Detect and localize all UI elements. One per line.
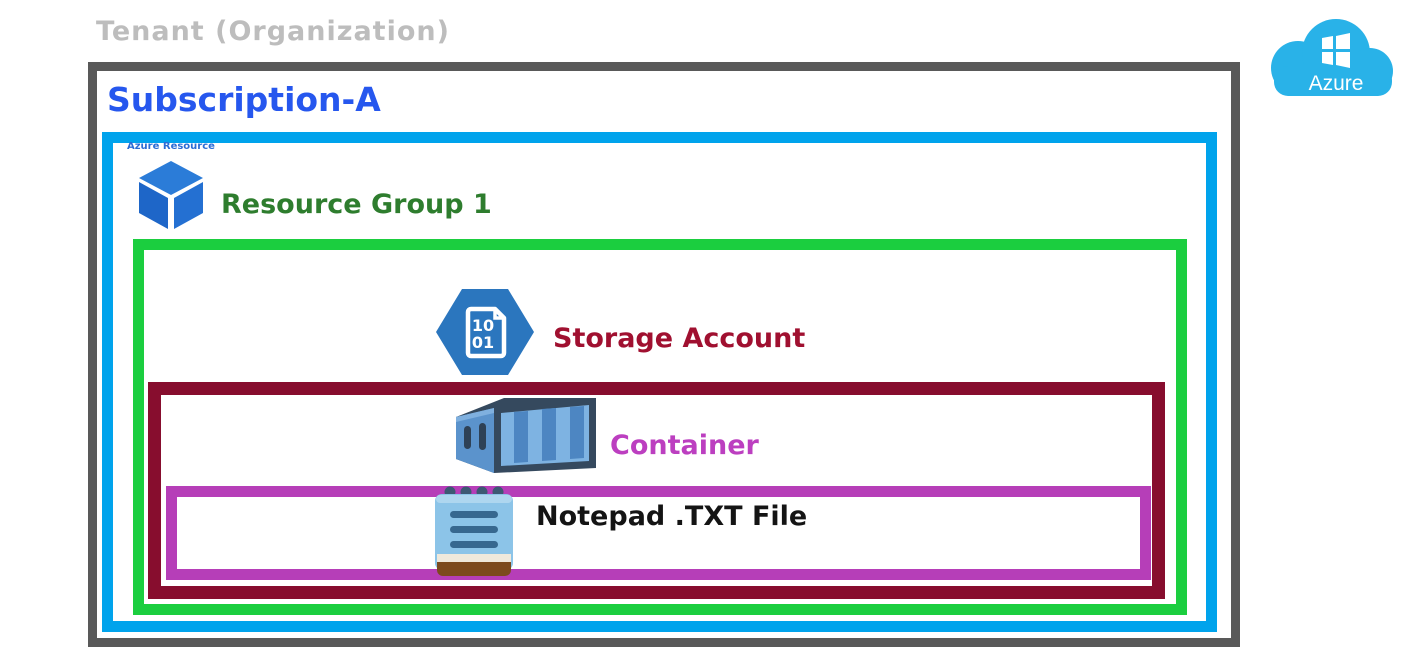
cloud-shape (1271, 19, 1393, 96)
azure-logo-text: Azure (1309, 72, 1364, 95)
tenant-boundary-box (88, 62, 1240, 647)
container-label: Container (610, 430, 759, 461)
notepad-file-label: Notepad .TXT File (536, 501, 808, 532)
shipping-container-icon (456, 398, 596, 473)
container-boundary-box (166, 486, 1151, 580)
windows-logo-icon (1322, 33, 1350, 68)
tenant-label: Tenant (Organization) (96, 16, 450, 47)
resource-group-boundary-box (133, 239, 1187, 615)
storage-icon-digits-bottom: 01 (472, 333, 494, 352)
azure-resource-badge: Azure Resource (127, 141, 215, 152)
storage-account-label: Storage Account (553, 323, 806, 354)
storage-icon-digits-top: 10 (472, 316, 494, 335)
subscription-label: Subscription-A (107, 80, 381, 119)
storage-account-boundary-box (148, 382, 1165, 599)
azure-cloud-icon: Azure (1271, 19, 1393, 96)
storage-account-hexagon-icon: 10 01 (436, 289, 534, 375)
notepad-icon (435, 486, 513, 576)
azure-resource-cube-icon (139, 161, 203, 229)
resource-group-label: Resource Group 1 (221, 189, 492, 220)
subscription-boundary-box (102, 132, 1217, 632)
